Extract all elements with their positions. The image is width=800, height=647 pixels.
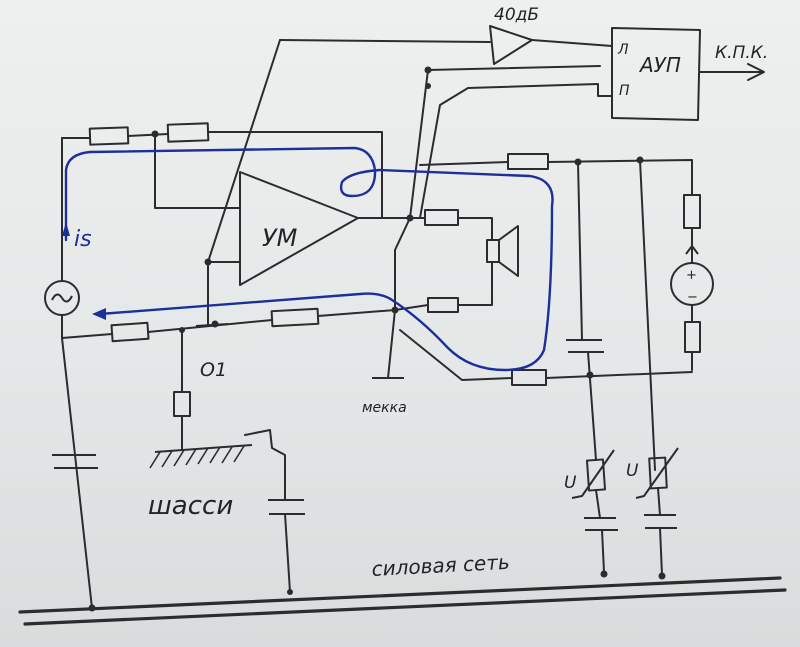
- wire-chassis-d: [284, 513, 291, 593]
- wire-to-40db: [279, 39, 491, 43]
- wire-mid-a: [61, 333, 113, 339]
- wire-feedback: [154, 133, 241, 209]
- power-rail-bottom: [23, 588, 787, 626]
- resistor-right-1: [683, 194, 701, 229]
- wire-spk-d: [394, 304, 429, 311]
- chassis-ground-icon: [149, 444, 253, 469]
- resistor-top-2: [166, 122, 210, 143]
- junction: [391, 306, 399, 314]
- capacitor-left: [52, 454, 98, 469]
- resistor-spk-1: [424, 209, 459, 226]
- wire-var-b: [657, 487, 661, 516]
- wire-top-c: [207, 131, 383, 219]
- wire-drop-a2: [587, 351, 597, 461]
- wire-um-to-aup-a: [409, 65, 601, 219]
- aup-input-l-label: Л: [617, 42, 629, 58]
- junction: [179, 327, 185, 333]
- speaker-icon: [486, 225, 519, 277]
- junction: [636, 156, 644, 164]
- varistor-1: U: [564, 449, 615, 499]
- power-network-label: силовая сеть: [371, 550, 510, 581]
- junction: [425, 83, 431, 89]
- capacitor-varistor-1: [584, 517, 618, 531]
- junction: [586, 371, 594, 379]
- node-o1-label: О1: [200, 359, 227, 381]
- node-mecca-label: мекка: [362, 400, 407, 416]
- wire-top-b: [127, 133, 169, 137]
- resistor-rail: [507, 153, 549, 170]
- output-label: К.П.К.: [715, 43, 768, 63]
- wire-low-a: [399, 329, 513, 381]
- power-network-rail: [18, 576, 787, 626]
- varistor-2: U: [626, 447, 679, 499]
- wire-var-b2: [659, 527, 663, 576]
- wire-var-a2: [601, 529, 605, 573]
- wires: [61, 39, 765, 609]
- aup-label: АУП: [638, 53, 681, 77]
- capacitor-chassis: [268, 499, 305, 515]
- wire-mid-up: [394, 217, 411, 311]
- output-arrow-icon: [747, 63, 765, 81]
- resistor-mid-1: [110, 321, 150, 343]
- aup-box: АУП Л П: [611, 27, 701, 121]
- resistor-top-1: [88, 126, 130, 146]
- capacitor-upper-right: [566, 339, 604, 353]
- varistor-1-label: U: [564, 473, 577, 493]
- current-loop: is: [62, 146, 554, 372]
- resistor-spk-2: [427, 297, 459, 313]
- battery-plus-label: +: [686, 268, 697, 283]
- junction: [600, 570, 608, 578]
- wire-40db-out: [531, 39, 613, 47]
- wire-chassis-c: [244, 429, 286, 501]
- junction: [424, 66, 432, 74]
- junction: [204, 258, 212, 266]
- wire-drop-b: [639, 159, 656, 471]
- junctions: [88, 66, 666, 612]
- wire-rail-a: [419, 161, 509, 166]
- wire-low-b: [545, 371, 693, 379]
- wire-left-lower: [61, 314, 93, 609]
- resistor-low: [511, 369, 547, 386]
- chassis-label: шасси: [148, 491, 233, 521]
- wire-drop-a: [577, 161, 583, 341]
- resistor-mid-2: [270, 307, 320, 328]
- amplifier-um-label: УМ: [262, 224, 298, 252]
- junction: [287, 589, 293, 595]
- varistor-2-label: U: [626, 461, 639, 481]
- junction: [658, 572, 666, 580]
- components: УМ 40дБ АУП Л П К.П.К. + −: [44, 5, 768, 531]
- resistor-right-2: [684, 321, 701, 353]
- wire-um-to-aup-b: [419, 83, 613, 219]
- resistor-chassis: [173, 391, 191, 417]
- amplifier-40db-label: 40дБ: [494, 5, 539, 25]
- amplifier-40db: 40дБ: [489, 5, 539, 65]
- ac-source-icon: [44, 280, 80, 316]
- junction: [574, 158, 582, 166]
- wire-mid-c: [317, 309, 396, 317]
- capacitor-varistor-2: [644, 514, 677, 529]
- junction: [406, 214, 414, 222]
- current-arrow-left-icon: [92, 308, 106, 320]
- aup-input-p-label: П: [619, 83, 630, 99]
- wire-var-a: [595, 489, 601, 519]
- current-loop-path: [64, 146, 554, 372]
- battery-minus-label: −: [687, 290, 698, 305]
- wire-spk-b: [457, 217, 493, 241]
- current-arrow-up-icon: [62, 222, 70, 236]
- wire-mecca: [387, 309, 396, 379]
- battery-icon: + −: [670, 245, 714, 306]
- power-rail-top: [18, 576, 782, 614]
- amplifier-um: УМ: [239, 171, 359, 286]
- wire-spk-c: [457, 261, 493, 306]
- junction: [211, 320, 219, 328]
- current-label: is: [74, 227, 92, 252]
- junction: [151, 130, 159, 138]
- wire-rail-b: [547, 159, 693, 196]
- junction: [88, 604, 96, 612]
